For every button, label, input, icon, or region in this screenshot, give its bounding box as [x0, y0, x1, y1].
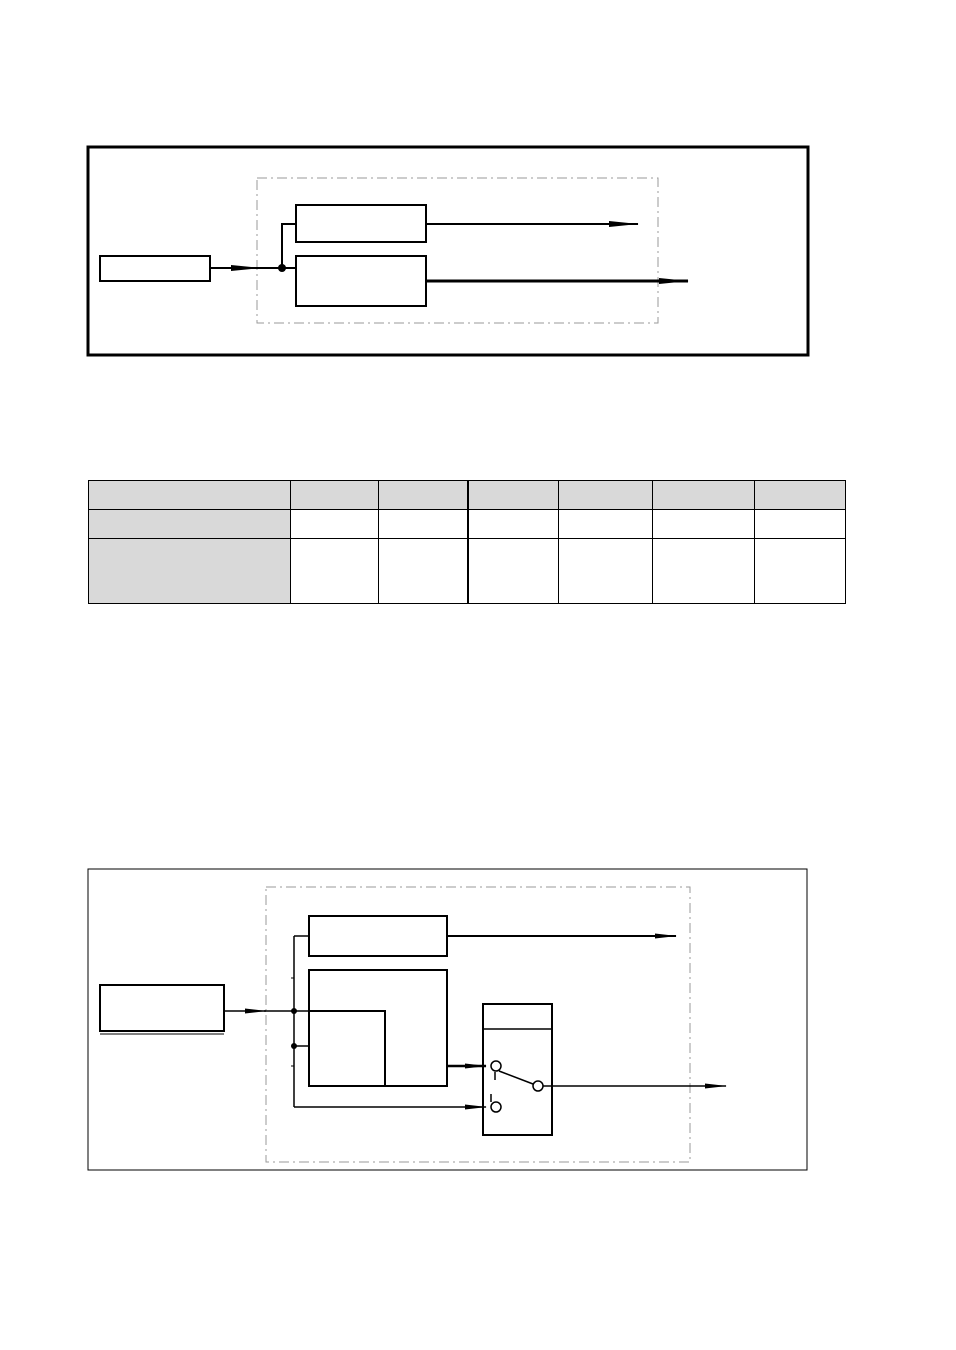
table-row-header: [87, 538, 292, 604]
switch-contact-lower: [490, 1101, 502, 1113]
bottom-source-block: [99, 984, 225, 1032]
table-cell: [467, 509, 559, 539]
table-header-cell: [651, 480, 755, 510]
table-header-cell: [467, 480, 559, 510]
table-header-row: [87, 480, 847, 510]
table-cell: [557, 538, 653, 604]
table-cell: [651, 538, 755, 604]
table-header-cell: [753, 480, 847, 510]
table-cell: [467, 538, 559, 604]
top-outer-frame: [86, 145, 810, 357]
top-lower-block: [295, 255, 427, 307]
table-row: [87, 538, 847, 604]
table-cell: [378, 538, 469, 604]
bottom-middle-block: [308, 969, 448, 1087]
table-row: [87, 509, 847, 539]
spec-table: [87, 480, 847, 604]
table-cell: [378, 509, 469, 539]
top-block-diagram: [86, 145, 810, 357]
table-header-cell: [378, 480, 469, 510]
bottom-upper-block: [308, 915, 448, 957]
bottom-module-boundary: [265, 886, 691, 1163]
table-header-cell: [557, 480, 653, 510]
table-cell: [753, 509, 847, 539]
table-cell: [290, 538, 380, 604]
top-module-boundary: [256, 177, 659, 324]
switch-lever: [498, 1070, 534, 1085]
bottom-middle-inner-block: [309, 1010, 386, 1086]
top-branch-upper: [281, 223, 296, 268]
table-cell: [753, 538, 847, 604]
bottom-outer-frame: [87, 868, 808, 1171]
table-cell: [557, 509, 653, 539]
switch-contact-common: [532, 1080, 544, 1092]
switch-contact-upper: [490, 1060, 502, 1072]
table-header-cell: [87, 480, 292, 510]
table-header-cell: [290, 480, 380, 510]
